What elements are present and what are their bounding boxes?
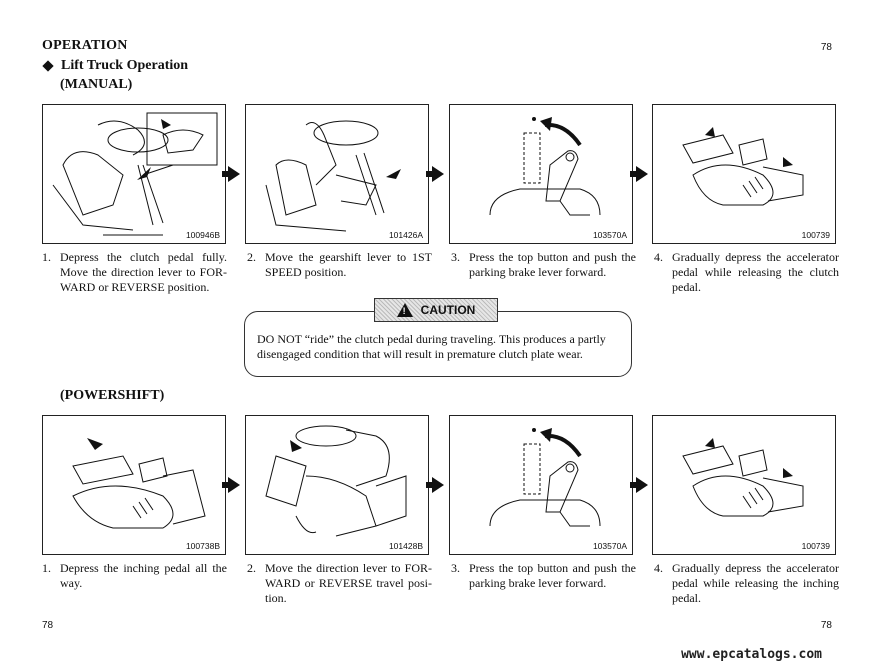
powershift-step-4: 4. Gradually depress the accelerator ped… <box>654 561 839 606</box>
arrow-right-icon <box>426 166 444 182</box>
powershift-step-3: 3. Press the top button and push the par… <box>451 561 636 591</box>
page-number-bottom-left: 78 <box>42 620 54 631</box>
page-number-top: 78 <box>820 42 832 53</box>
manual-step2-illustration: 101426A <box>245 104 429 244</box>
powershift-heading: (POWERSHIFT) <box>60 388 165 403</box>
step-number: 4. <box>654 250 663 264</box>
direction-lever-illustration <box>265 425 407 537</box>
warning-triangle-icon <box>396 303 413 317</box>
arrow-right-icon <box>222 477 240 493</box>
manual-step-3: 3. Press the top button and push the par… <box>451 250 636 280</box>
figure-code: 100739 <box>801 541 830 551</box>
step-text: Move the direction lever to FOR-WARD or … <box>265 561 432 605</box>
accelerator-pedal-illustration <box>682 127 804 206</box>
manual-step-2: 2. Move the gearshift lever to 1ST SPEED… <box>247 250 432 280</box>
powershift-step2-illustration: 101428B <box>245 415 429 555</box>
step-text: Depress the inching pedal all the way. <box>60 561 227 590</box>
accelerator-pedal-illustration <box>682 438 804 517</box>
step-text: Gradually depress the accelerator pedal … <box>672 561 839 605</box>
figure-code: 101428B <box>388 541 423 551</box>
step-text: Depress the clutch pedal fully. Move the… <box>60 250 227 294</box>
arrow-right-icon <box>222 166 240 182</box>
arrow-right-icon <box>630 477 648 493</box>
step-text: Gradually depress the accelerator pedal … <box>672 250 839 294</box>
powershift-step-2: 2. Move the direction lever to FOR-WARD … <box>247 561 432 606</box>
step-text: Press the top button and push the parkin… <box>469 250 636 279</box>
step-text: Move the gearshift lever to 1ST SPEED po… <box>265 250 432 279</box>
parking-brake-illustration <box>489 428 601 527</box>
arrow-right-icon <box>630 166 648 182</box>
section-title: OPERATION <box>42 38 128 53</box>
caution-label: CAUTION <box>420 303 476 317</box>
caution-text: DO NOT “ride” the clutch pedal during tr… <box>257 332 606 361</box>
step-number: 1. <box>42 561 51 575</box>
manual-heading: (MANUAL) <box>60 77 133 92</box>
figure-code: 100738B <box>185 541 220 551</box>
manual-step1-illustration: 100946B <box>42 104 226 244</box>
watermark-link[interactable]: www.epcatalogs.com <box>681 647 822 662</box>
figure-code: 101426A <box>388 230 423 240</box>
caution-banner: CAUTION <box>374 298 498 322</box>
step-number: 4. <box>654 561 663 575</box>
manual-step4-illustration: 100739 <box>652 104 836 244</box>
manual-step3-illustration: 103570A <box>449 104 633 244</box>
step-text: Press the top button and push the parkin… <box>469 561 636 590</box>
step-number: 2. <box>247 561 256 575</box>
parking-brake-illustration <box>489 117 601 216</box>
caution-box: DO NOT “ride” the clutch pedal during tr… <box>244 311 632 377</box>
manual-step-4: 4. Gradually depress the accelerator ped… <box>654 250 839 295</box>
inching-pedal-illustration <box>72 438 206 529</box>
figure-code: 103570A <box>592 230 627 240</box>
powershift-step3-illustration: 103570A <box>449 415 633 555</box>
figure-code: 100946B <box>185 230 220 240</box>
powershift-step-1: 1. Depress the inching pedal all the way… <box>42 561 227 591</box>
step-number: 1. <box>42 250 51 264</box>
figure-code: 100739 <box>801 230 830 240</box>
subsection-title-text: Lift Truck Operation <box>61 58 189 73</box>
page-number-bottom-right: 78 <box>820 620 832 631</box>
step-number: 2. <box>247 250 256 264</box>
powershift-step1-illustration: 100738B <box>42 415 226 555</box>
figure-code: 103570A <box>592 541 627 551</box>
subsection-title: Lift Truck Operation <box>42 58 188 74</box>
gearshift-illustration <box>265 120 401 232</box>
manual-step-1: 1. Depress the clutch pedal fully. Move … <box>42 250 227 295</box>
clutch-pedal-illustration <box>52 112 218 236</box>
powershift-step4-illustration: 100739 <box>652 415 836 555</box>
step-number: 3. <box>451 561 460 575</box>
diamond-bullet-icon <box>42 60 54 72</box>
step-number: 3. <box>451 250 460 264</box>
arrow-right-icon <box>426 477 444 493</box>
